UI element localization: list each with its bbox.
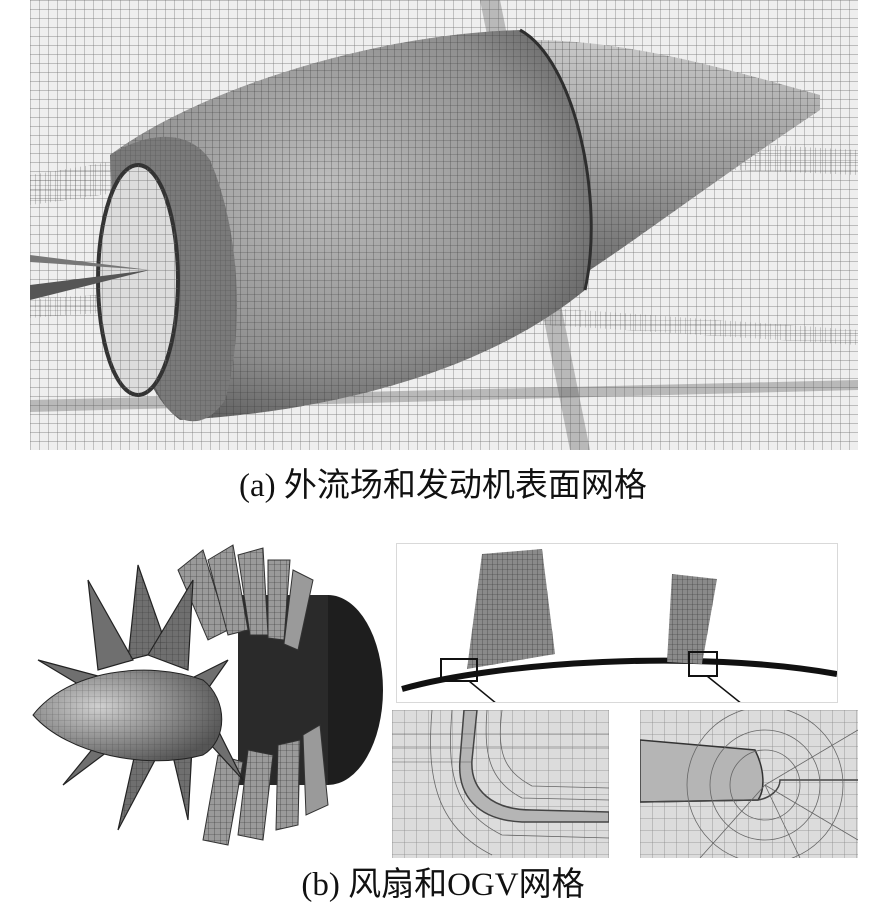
fan-ogv-blade-illustration	[401, 549, 837, 702]
fan-rotor-illustration	[32, 544, 383, 846]
nacelle-mesh-illustration	[30, 0, 858, 450]
fan-rotor-mesh-image	[28, 540, 388, 858]
blade-section-mesh-image	[396, 543, 838, 703]
panel-b-caption: (b) 风扇和OGV网格	[301, 867, 585, 903]
fan-root-zoom-mesh-image	[392, 710, 609, 858]
fan-root-fillet-illustration	[392, 710, 609, 858]
ogv-root-zoom-mesh-image	[640, 710, 858, 858]
external-flow-mesh-image	[30, 0, 858, 450]
ogv-root-fillet-illustration	[640, 710, 858, 858]
panel-a-caption: (a) 外流场和发动机表面网格	[239, 468, 647, 504]
